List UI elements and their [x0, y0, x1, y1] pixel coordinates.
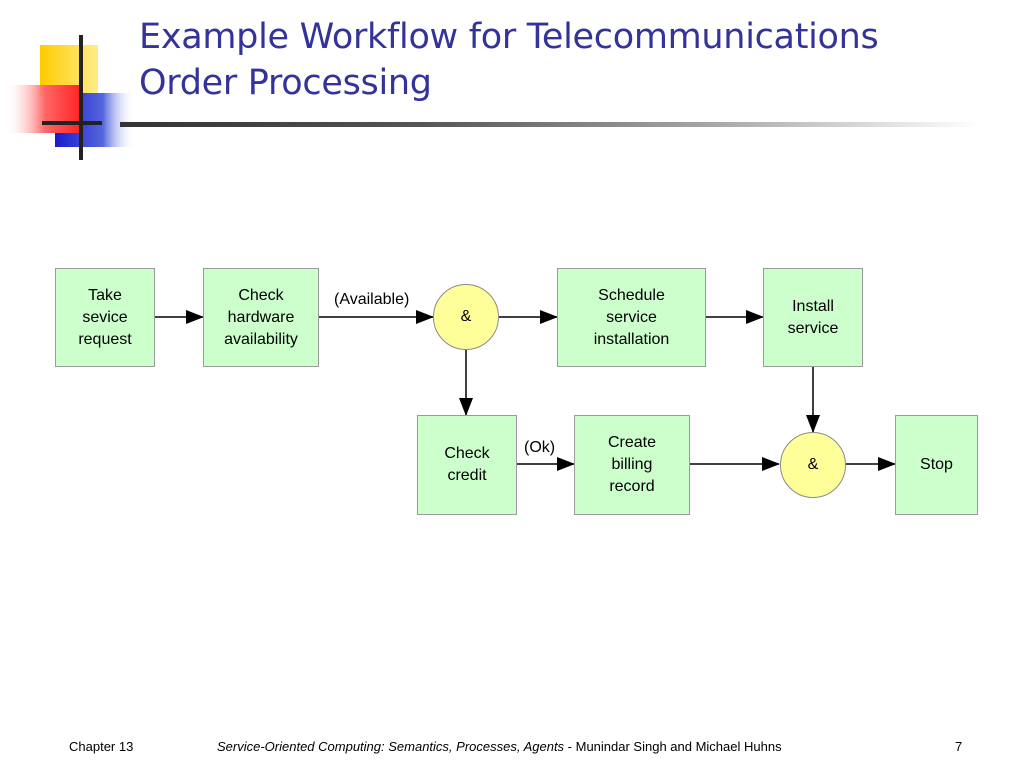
gateway-and-split: & — [433, 284, 499, 350]
corner-decoration — [8, 35, 135, 160]
footer-authors: - Munindar Singh and Michael Huhns — [564, 739, 782, 754]
node-stop-label: Stop — [920, 456, 953, 473]
node-install-service-label: Install service — [787, 297, 839, 337]
node-check-hardware: Check hardware availability — [203, 268, 319, 367]
slide-title: Example Workflow for Telecommunications … — [139, 14, 999, 106]
node-check-credit-label: Check credit — [444, 445, 490, 484]
footer-chapter: Chapter 13 — [69, 739, 134, 754]
footer-book-title: Service-Oriented Computing: Semantics, P… — [217, 739, 565, 754]
node-schedule-install: Schedule service installation — [557, 268, 706, 367]
node-schedule-install-label: Schedule service installation — [593, 286, 670, 348]
footer-page-number: 7 — [955, 739, 963, 754]
gateway-and-join: & — [780, 432, 846, 498]
title-underline — [120, 122, 980, 127]
node-check-credit: Check credit — [417, 415, 517, 515]
title-line-1: Example Workflow for Telecommunications — [139, 17, 879, 57]
node-check-hardware-label: Check hardware availability — [224, 286, 298, 348]
edge-label-available: (Available) — [334, 291, 410, 308]
node-stop: Stop — [895, 415, 978, 515]
node-install-service: Install service — [763, 268, 863, 367]
footer-citation: Service-Oriented Computing: Semantics, P… — [217, 739, 782, 754]
gateway-and-join-label: & — [807, 456, 819, 473]
node-create-billing-label: Create billing record — [607, 434, 657, 495]
gateway-and-split-label: & — [460, 308, 472, 325]
node-take-request: Take sevice request — [55, 268, 155, 367]
node-create-billing: Create billing record — [574, 415, 690, 515]
title-line-2: Order Processing — [139, 63, 432, 103]
edge-label-ok: (Ok) — [524, 439, 556, 456]
node-take-request-label: Take sevice request — [78, 286, 132, 348]
